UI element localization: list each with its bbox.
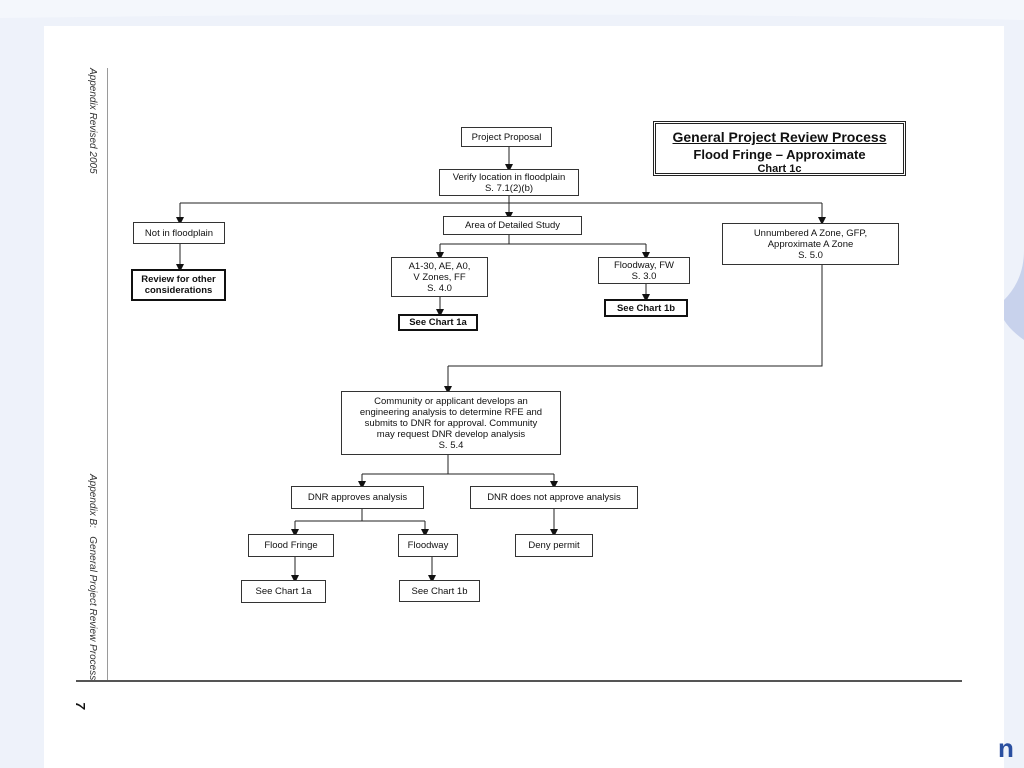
node-deny-permit: Deny permit xyxy=(515,534,593,557)
node-review-other-considerations: Review for other considerations xyxy=(131,269,226,301)
node-flood-fringe: Flood Fringe xyxy=(248,534,334,557)
node-see-chart-1b-top: See Chart 1b xyxy=(604,299,688,317)
node-area-detailed-study: Area of Detailed Study xyxy=(443,216,582,235)
page-number: 7 xyxy=(73,702,88,710)
appendix-revised-label: Appendix Revised 2005 xyxy=(87,68,98,174)
node-dnr-approves: DNR approves analysis xyxy=(291,486,424,509)
chart-title: General Project Review Process xyxy=(672,129,887,145)
chart-number: Chart 1c xyxy=(757,163,802,175)
node-verify-location: Verify location in floodplain S. 7.1(2)(… xyxy=(439,169,579,196)
node-floodway: Floodway xyxy=(398,534,458,557)
appendix-section-label: Appendix B: General Project Review Proce… xyxy=(87,474,98,681)
node-a1-30-zones: A1-30, AE, A0, V Zones, FF S. 4.0 xyxy=(391,257,488,297)
footer-rule xyxy=(76,680,962,682)
node-see-chart-1b-bottom: See Chart 1b xyxy=(399,580,480,602)
node-dnr-not-approve: DNR does not approve analysis xyxy=(470,486,638,509)
chart-title-box: General Project Review Process Flood Fri… xyxy=(653,121,906,176)
node-see-chart-1a-top: See Chart 1a xyxy=(398,314,478,331)
node-floodway-fw: Floodway, FW S. 3.0 xyxy=(598,257,690,284)
chart-subtitle: Flood Fringe – Approximate xyxy=(693,147,866,162)
node-project-proposal: Project Proposal xyxy=(461,127,552,147)
node-not-in-floodplain: Not in floodplain xyxy=(133,222,225,244)
node-see-chart-1a-bottom: See Chart 1a xyxy=(241,580,326,603)
node-community-analysis: Community or applicant develops an engin… xyxy=(341,391,561,455)
node-unnumbered-a-zone: Unnumbered A Zone, GFP, Approximate A Zo… xyxy=(722,223,899,265)
logo-fragment: n xyxy=(998,733,1014,763)
margin-divider xyxy=(107,68,108,680)
